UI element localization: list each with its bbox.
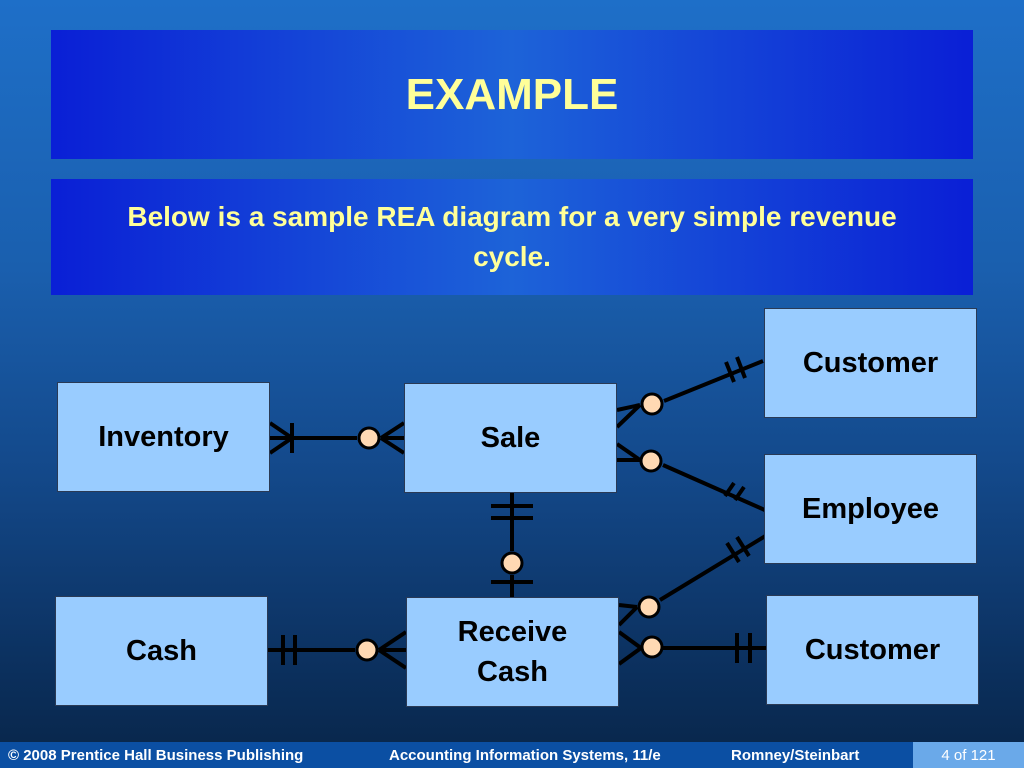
entity-label: Customer [804, 634, 941, 666]
footer-book-title: Accounting Information Systems, 11/e [389, 746, 661, 764]
connector-inventory-sale [268, 421, 406, 455]
connector-sale-customer [615, 356, 764, 429]
connector-cash-receive-cash [268, 630, 408, 670]
slide-title: EXAMPLE [405, 69, 619, 119]
entity-label: Customer [802, 347, 939, 379]
connector-receive-cash-employee [617, 533, 769, 627]
footer-copyright: © 2008 Prentice Hall Business Publishing [8, 746, 304, 764]
footer-authors: Romney/Steinbart [731, 746, 860, 764]
subtitle-banner: Below is a sample REA diagram for a very… [51, 179, 973, 295]
connector-sale-employee [615, 442, 768, 513]
entity-customer-top: Customer [764, 308, 977, 418]
entity-customer-bottom: Customer [766, 595, 979, 705]
entity-label: Sale [480, 422, 541, 454]
entity-label: Receive Cash [457, 616, 568, 688]
entity-cash: Cash [55, 596, 268, 706]
title-banner: EXAMPLE [51, 30, 973, 159]
connector-sale-receive-cash [491, 493, 533, 597]
entity-label: Employee [802, 493, 939, 525]
entity-sale: Sale [404, 383, 617, 493]
footer-bar: © 2008 Prentice Hall Business Publishing… [0, 742, 1024, 768]
entity-employee: Employee [764, 454, 977, 564]
entity-inventory: Inventory [57, 382, 270, 492]
footer-page-number: 4 of 121 [913, 742, 1024, 768]
entity-receive-cash: Receive Cash [406, 597, 619, 707]
slide-subtitle: Below is a sample REA diagram for a very… [127, 201, 897, 272]
entity-label: Inventory [98, 421, 229, 453]
connector-receive-cash-customer [617, 630, 766, 666]
entity-label: Cash [126, 635, 197, 667]
